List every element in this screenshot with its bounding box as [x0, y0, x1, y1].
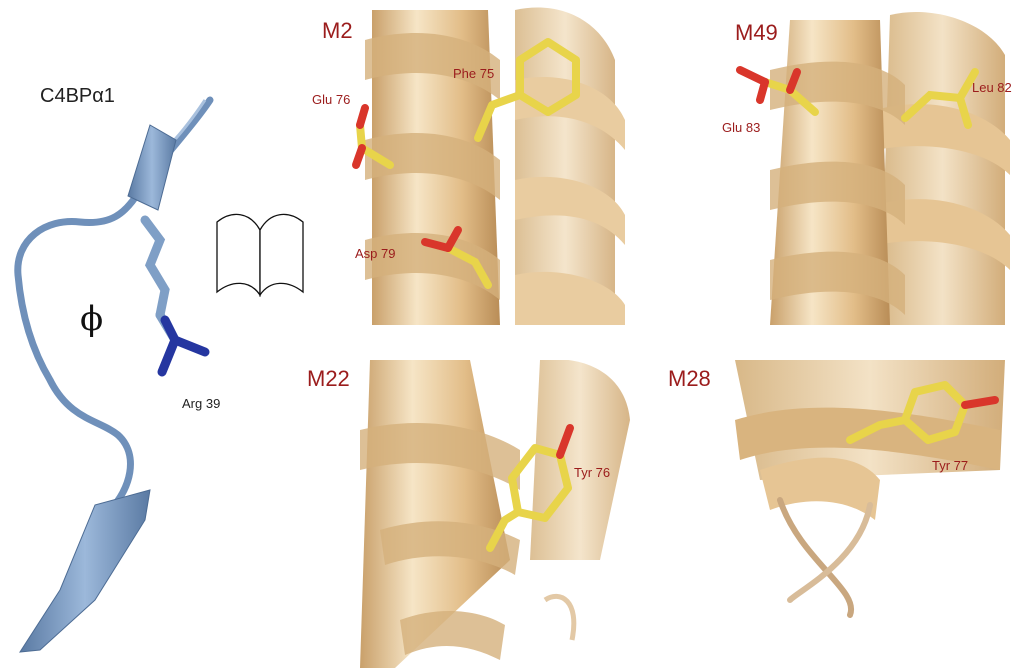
panel-label-m2: M2 — [322, 18, 353, 43]
protein-label: C4BPα1 — [40, 85, 115, 107]
panel-label-m49: M49 — [735, 20, 778, 45]
res-label-glu83: Glu 83 — [722, 120, 760, 135]
open-book-icon — [217, 214, 303, 295]
res-label-tyr77: Tyr 77 — [932, 458, 968, 473]
panel-label-m28: M28 — [668, 366, 711, 391]
phi-symbol: ϕ — [80, 299, 103, 339]
panel-m28 — [735, 360, 1005, 615]
beta-strand-bottom — [20, 490, 150, 652]
panel-m2 — [356, 7, 625, 325]
panel-m49 — [740, 12, 1010, 325]
res-label-leu82: Leu 82 — [972, 80, 1012, 95]
arg39-sidechain — [145, 220, 205, 372]
panel-m22 — [360, 359, 630, 668]
m22-helix-front — [360, 360, 520, 668]
panel-label-m22: M22 — [307, 366, 350, 391]
left-panel: C4BPα1 ϕ Arg 39 — [18, 85, 303, 652]
m28-helix — [735, 360, 1005, 520]
res-label-glu76: Glu 76 — [312, 92, 350, 107]
res-label-asp79: Asp 79 — [355, 246, 395, 261]
loop-backbone — [18, 100, 210, 510]
res-label-phe75: Phe 75 — [453, 66, 494, 81]
m28-loop — [780, 500, 870, 615]
beta-strand-top — [128, 125, 176, 210]
res-label-tyr76: Tyr 76 — [574, 465, 610, 480]
arg39-label: Arg 39 — [182, 396, 220, 411]
m22-helix-back — [530, 359, 630, 640]
m49-helix-left — [770, 20, 905, 325]
